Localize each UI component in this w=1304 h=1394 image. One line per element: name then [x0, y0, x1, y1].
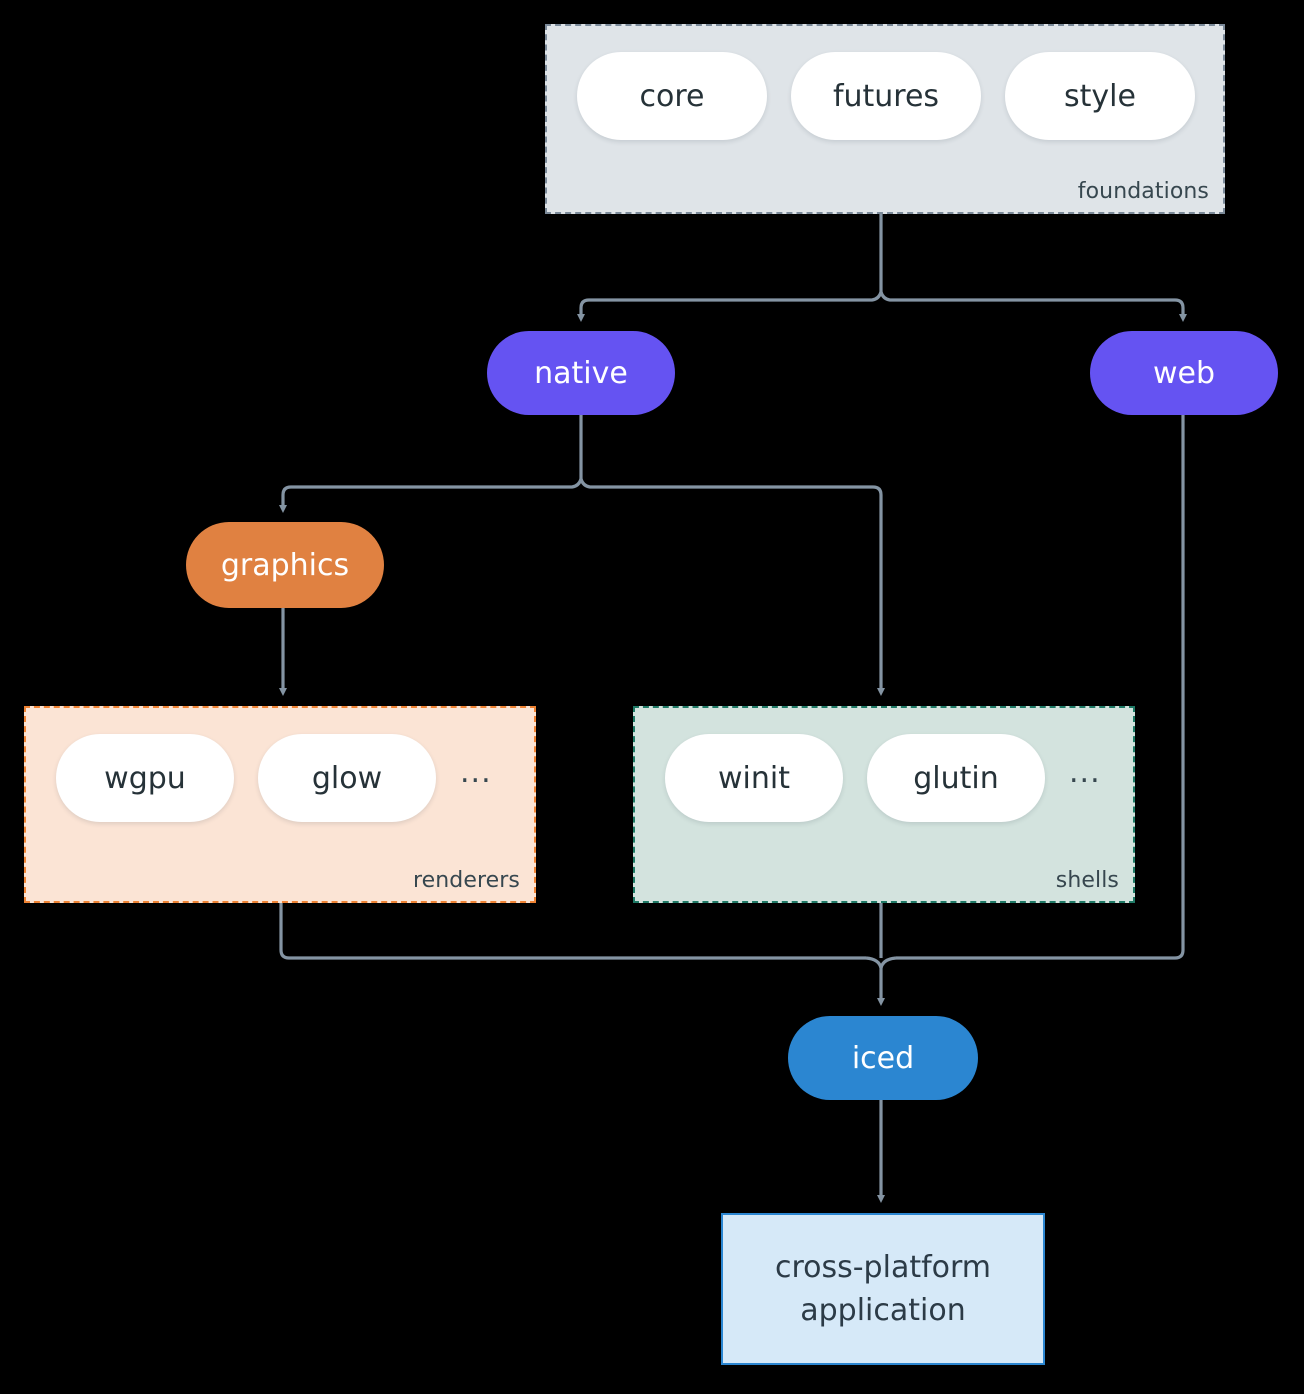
group-foundations-label: foundations	[1077, 179, 1209, 204]
leaf-winit[interactable]: winit	[665, 734, 843, 822]
group-foundations: core futures style foundations	[545, 24, 1225, 214]
group-renderers-label: renderers	[412, 868, 520, 893]
group-shells-items: winit glutin ...	[635, 708, 1133, 822]
edge-native-to-shells	[579, 478, 885, 696]
leaf-futures[interactable]: futures	[791, 52, 981, 140]
application-line-2: application	[800, 1293, 966, 1328]
group-renderers-items: wgpu glow ...	[26, 708, 534, 822]
edge-foundations-to-web	[879, 291, 1187, 322]
node-web[interactable]: web	[1090, 331, 1278, 415]
edge-foundations-to-native	[577, 291, 883, 322]
edge-native-to-graphics	[279, 478, 583, 513]
node-graphics[interactable]: graphics	[186, 522, 384, 608]
group-renderers: wgpu glow ... renderers	[24, 706, 536, 903]
group-shells-label: shells	[1055, 868, 1119, 893]
edge-renderers-to-merge	[279, 903, 866, 960]
renderers-ellipsis: ...	[460, 754, 492, 790]
shells-ellipsis: ...	[1069, 754, 1101, 790]
edge-merge-to-iced	[865, 956, 885, 1006]
leaf-glow[interactable]: glow	[258, 734, 436, 822]
leaf-core[interactable]: core	[577, 52, 767, 140]
leaf-glutin[interactable]: glutin	[867, 734, 1045, 822]
edge-merge-to-iced-right	[879, 956, 897, 969]
node-iced[interactable]: iced	[788, 1016, 978, 1100]
node-native[interactable]: native	[487, 331, 675, 415]
group-shells: winit glutin ... shells	[633, 706, 1135, 903]
node-cross-platform-application[interactable]: cross-platform application	[721, 1213, 1045, 1365]
group-foundations-items: core futures style	[547, 26, 1223, 140]
application-line-1: cross-platform	[774, 1249, 992, 1285]
leaf-style[interactable]: style	[1005, 52, 1195, 140]
leaf-wgpu[interactable]: wgpu	[56, 734, 234, 822]
